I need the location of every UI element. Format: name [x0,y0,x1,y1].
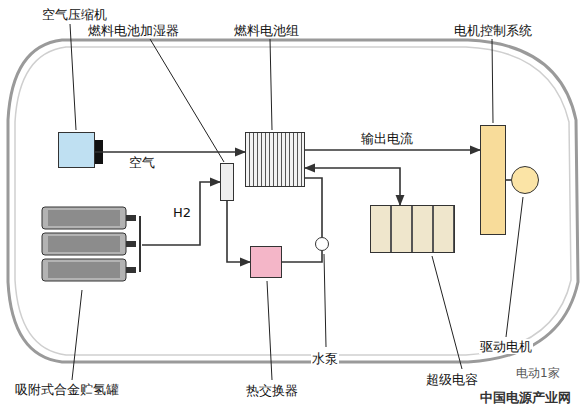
flow-label: H2 [172,205,192,220]
component-label: 空气压缩机 [41,7,108,22]
flow-connector [95,151,245,153]
flow-label: 输出电流 [360,131,414,146]
water-pump: 水泵 [315,237,329,251]
flow-connector [305,149,480,151]
component-label: 燃料电池组 [233,23,300,38]
watermark: 中国电源产业网 [480,390,571,405]
flow-connector [305,178,322,237]
component-label: 燃料电池加湿器 [87,23,180,38]
component-label: 电机控制系统 [453,23,533,38]
supercapacitor: 超级电容 [370,205,455,253]
car-inner-outline [15,47,571,355]
leader-lines [70,24,523,380]
hydrogen-tank: 吸附式合金贮氢罐 [38,203,142,285]
motor-controller: 电机控制系统 [480,125,506,235]
fuel-cell-stack: 燃料电池组 [245,132,305,187]
flow-connector [282,251,322,262]
component-label: 水泵 [311,351,339,366]
flow-connector [305,168,400,205]
car-body-outline [8,40,578,362]
component-label: 超级电容 [425,372,479,387]
flow-connector [227,201,250,262]
component-label: 吸附式合金贮氢罐 [14,382,120,397]
component-label: 热交换器 [245,383,299,398]
air-compressor: 空气压缩机 [58,132,95,168]
hydrogen-tanks [42,207,140,281]
flow-label: 空气 [128,155,156,170]
humidifier: 燃料电池加湿器 [220,163,234,201]
flow-connector [142,182,220,245]
watermark: 电动1家 [516,366,560,381]
drive-motor: 驱动电机 [511,166,539,194]
heat-exchanger: 热交换器 [250,246,282,278]
component-label: 驱动电机 [479,339,533,354]
